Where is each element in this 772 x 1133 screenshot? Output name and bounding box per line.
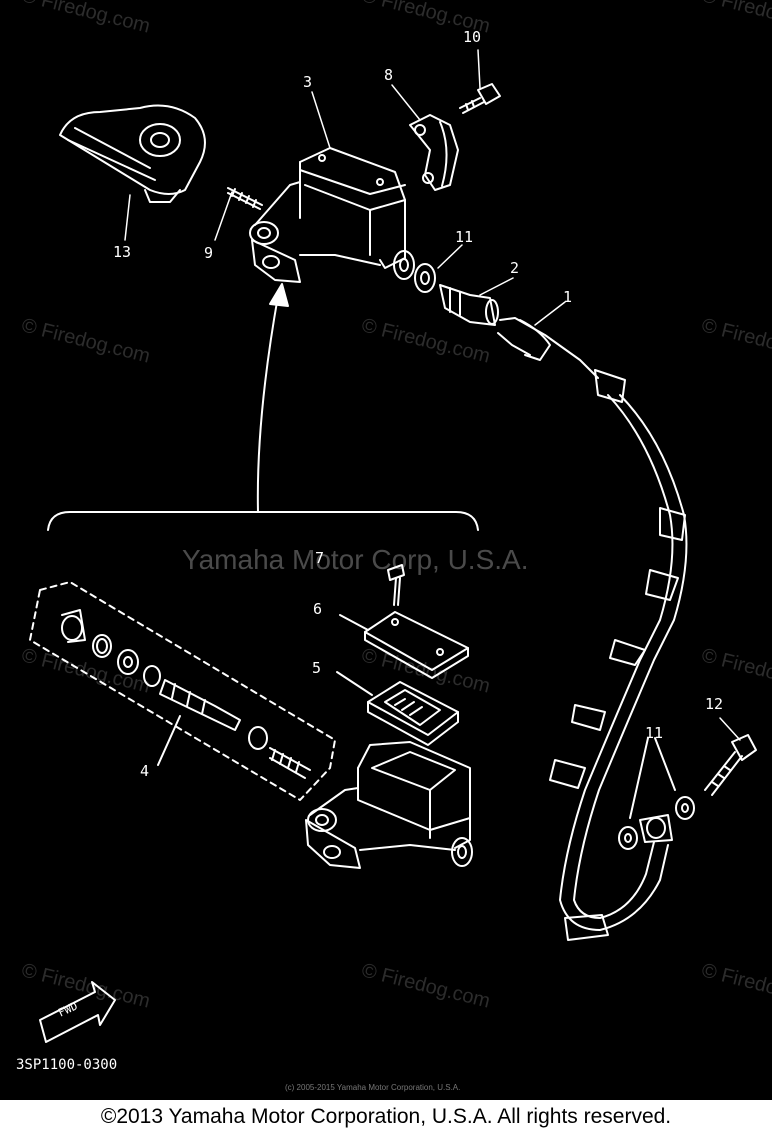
callout-4: 4 [140, 762, 150, 780]
fitting-2 [439, 284, 499, 326]
detail-bracket [47, 283, 479, 531]
lever-cover [59, 104, 206, 203]
callout-6: 6 [313, 600, 323, 618]
callout-7: 7 [315, 549, 325, 567]
master-cylinder-lower [305, 741, 473, 869]
fwd-arrow [39, 981, 116, 1043]
washer-11-lower [618, 737, 695, 850]
brake-hose [497, 317, 688, 941]
leader-lines [124, 49, 741, 741]
parts-diagram: © Firedog.com © Firedog.com © Firedog.co… [0, 0, 772, 1100]
screw-7 [387, 564, 405, 606]
piston-kit-4 [29, 581, 336, 801]
callout-8: 8 [384, 66, 394, 84]
washer-11-upper [414, 263, 436, 293]
center-watermark: Yamaha Motor Corp, U.S.A. [182, 544, 529, 575]
master-cylinder-upper [249, 147, 415, 283]
callout-2: 2 [510, 259, 520, 277]
reservoir-cap-6 [339, 611, 469, 679]
callout-12: 12 [705, 695, 724, 713]
callout-13: 13 [113, 243, 132, 261]
diaphragm-5 [336, 671, 459, 746]
callout-1: 1 [563, 288, 573, 306]
copyright-footer: ©2013 Yamaha Motor Corporation, U.S.A. A… [0, 1100, 772, 1133]
exploded-view [29, 49, 757, 1043]
callout-5: 5 [312, 659, 322, 677]
callout-11-upper: 11 [455, 228, 474, 246]
callout-3: 3 [303, 73, 313, 91]
tiny-credit: (c) 2005-2015 Yamaha Motor Corporation, … [285, 1083, 461, 1092]
callout-11-lower: 11 [645, 724, 664, 742]
callout-10: 10 [463, 28, 482, 46]
bolt-10 [459, 83, 501, 114]
callout-9: 9 [204, 244, 214, 262]
clamp-8 [409, 114, 459, 191]
screw-9 [227, 187, 263, 210]
bolt-12 [704, 734, 757, 796]
part-code: 3SP1100-0300 [16, 1057, 118, 1073]
